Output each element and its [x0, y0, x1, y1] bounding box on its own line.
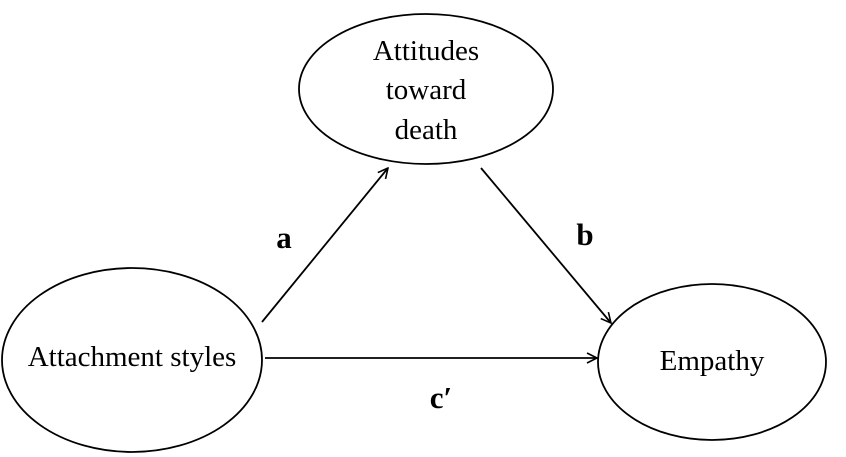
edge-b: [480, 167, 611, 323]
edge-a-arrow: [261, 168, 388, 323]
mediator-label-line2: toward: [386, 74, 467, 106]
mediator-ellipse: [298, 13, 554, 165]
predictor-label: Attachment styles: [28, 341, 237, 373]
node-mediator: Attitudes toward death: [298, 13, 554, 165]
edge-b-arrow: [480, 167, 611, 323]
edge-b-label: b: [576, 217, 593, 252]
predictor-ellipse: [1, 267, 263, 453]
mediator-label-line3: death: [395, 114, 458, 146]
edge-a: [261, 168, 388, 323]
outcome-label: Empathy: [660, 345, 765, 377]
edge-c-prime-label: c′: [430, 380, 452, 415]
outcome-ellipse: [597, 283, 827, 441]
edge-a-label: a: [276, 220, 292, 255]
node-predictor: Attachment styles: [1, 267, 263, 453]
mediator-label-line1: Attitudes: [373, 35, 479, 67]
node-outcome: Empathy: [597, 283, 827, 441]
